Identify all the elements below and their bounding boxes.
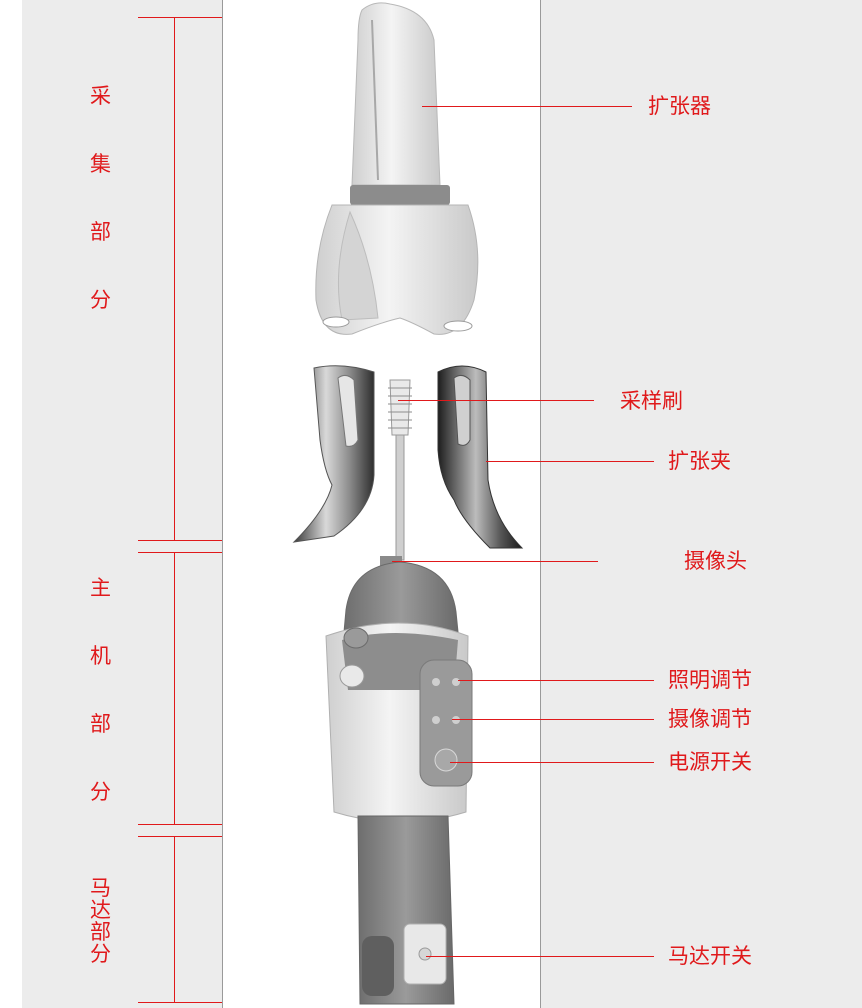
section-collection-char-3: 部 [90, 220, 111, 244]
motor-body-part [357, 815, 455, 1005]
bracket-host-vertical [174, 552, 175, 824]
label-camera: 摄像头 [684, 549, 747, 573]
leader-line-dilator [422, 106, 632, 107]
bracket-motor-bottom-tick [138, 1002, 222, 1003]
panel-divider-left [222, 0, 223, 1008]
label-camera-adjust: 摄像调节 [668, 707, 752, 731]
bracket-host-top-tick [138, 552, 222, 553]
left-clip-part [292, 365, 375, 543]
leader-line-brush [398, 400, 594, 401]
bracket-motor-top-tick [138, 836, 222, 837]
dilator-part [315, 2, 479, 335]
section-motor-char-1: 马 [90, 876, 111, 900]
bracket-top-tick [138, 17, 222, 18]
section-motor-char-4: 分 [90, 942, 111, 966]
brush-part [388, 379, 412, 561]
label-dilator: 扩张器 [648, 94, 711, 118]
section-host-char-3: 部 [90, 712, 111, 736]
bracket-host-bottom-tick [138, 824, 222, 825]
label-sampling-brush: 采样刷 [620, 389, 683, 413]
section-collection-char-1: 采 [90, 84, 111, 108]
section-collection-char-2: 集 [90, 152, 111, 176]
section-motor-char-2: 达 [90, 898, 111, 922]
label-power-switch: 电源开关 [668, 750, 752, 774]
section-host-char-2: 机 [90, 644, 111, 668]
bracket-motor-vertical [174, 836, 175, 1002]
right-background-panel [540, 0, 862, 1008]
device-illustration [292, 2, 524, 1005]
section-motor-char-3: 部 [90, 920, 111, 944]
label-light-adjust: 照明调节 [668, 668, 752, 692]
main-body-part [325, 556, 473, 823]
right-clip-part [437, 365, 524, 549]
leader-line-motor-switch [426, 956, 654, 957]
leader-line-power-switch [450, 762, 654, 763]
leader-line-light-adjust [458, 680, 654, 681]
leader-line-clip [486, 461, 654, 462]
left-background-panel [22, 0, 222, 1008]
label-dilator-clip: 扩张夹 [668, 449, 731, 473]
bracket-collection-bottom-tick [138, 540, 222, 541]
leader-line-camera-adjust [452, 719, 654, 720]
section-host-char-1: 主 [90, 576, 111, 600]
label-motor-switch: 马达开关 [668, 944, 752, 968]
leader-line-camera [392, 561, 598, 562]
panel-divider-right [540, 0, 541, 1008]
section-host-char-4: 分 [90, 780, 111, 804]
bracket-collection-vertical [174, 17, 175, 540]
section-collection-char-4: 分 [90, 288, 111, 312]
